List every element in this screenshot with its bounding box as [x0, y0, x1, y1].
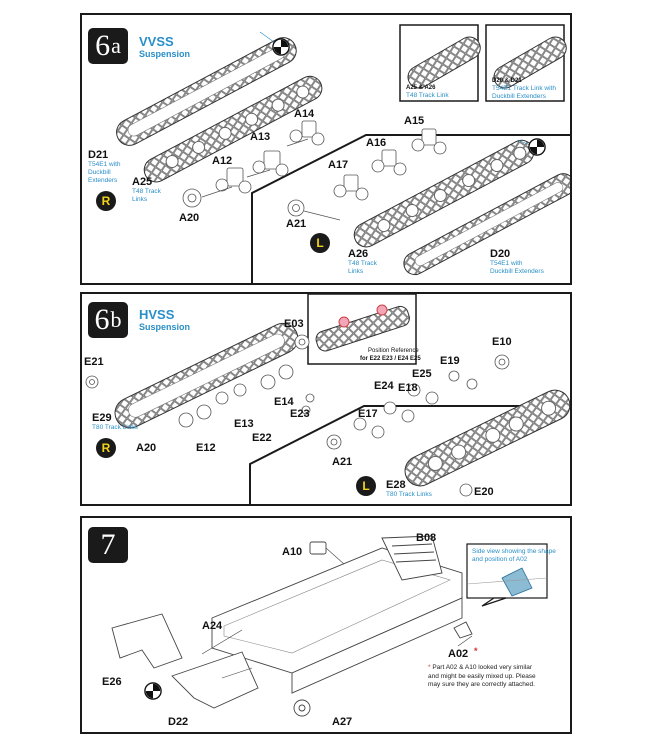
part-e28-desc: T80 Track Links	[386, 491, 432, 498]
part-a12: A12	[212, 155, 233, 167]
part-e23: E23	[290, 408, 310, 420]
step-number: 7	[100, 528, 116, 561]
part-e29: E29	[92, 412, 112, 424]
step-6b-title: HVSS Suspension	[139, 308, 190, 333]
suspension-label: Suspension	[139, 322, 191, 332]
part-a10: A10	[282, 546, 303, 558]
position-reference-parts: for E22 E23 / E24 E25	[360, 356, 421, 362]
part-caution-note: * Part A02 & A10 looked very similar and…	[428, 664, 568, 690]
step-6b-drawing	[85, 294, 570, 504]
step-sub-letter: a	[111, 33, 121, 58]
part-e03: E03	[284, 318, 304, 330]
position-reference-title: Position Reference	[368, 348, 419, 354]
part-e26: E26	[102, 676, 122, 688]
suspension-type: HVSS	[139, 307, 175, 322]
suspension-label: Suspension	[139, 49, 191, 59]
part-a27: A27	[332, 716, 353, 728]
part-a24: A24	[202, 620, 223, 632]
part-a02-star: *	[474, 646, 478, 656]
step-number: 6	[94, 303, 110, 336]
part-e21: E21	[84, 356, 104, 368]
part-e10: E10	[492, 336, 512, 348]
part-a15: A15	[404, 115, 425, 127]
part-a25-desc: T48 Track Links	[132, 188, 161, 203]
step-7-badge: 7	[88, 527, 128, 563]
part-d21: D21	[88, 149, 109, 161]
part-e22: E22	[252, 432, 272, 444]
step-number: 6	[95, 29, 111, 62]
part-a20: A20	[136, 442, 157, 454]
part-a21: A21	[332, 456, 353, 468]
note-text: Part A02 & A10 looked very similar and m…	[428, 664, 536, 688]
inset-a25-a26-desc: T48 Track Link	[406, 92, 449, 99]
part-e29-desc: T80 Track Links	[92, 424, 138, 431]
part-a21: A21	[286, 218, 307, 230]
part-e20: E20	[474, 486, 494, 498]
inset-d20-d21-title: D20 & D21	[492, 78, 522, 84]
part-a26-desc: T48 Track Links	[348, 260, 377, 275]
step-6a-drawing	[116, 24, 570, 283]
step-7-drawing	[111, 535, 548, 717]
part-a02: A02	[448, 648, 469, 660]
note-star-icon: *	[428, 664, 433, 671]
part-e24: E24	[374, 380, 394, 392]
a02-side-view-desc: Side view showing the shape and position…	[472, 548, 556, 563]
part-e12: E12	[196, 442, 216, 454]
right-side-badge: R	[96, 438, 116, 458]
part-e25: E25	[412, 368, 432, 380]
inset-d20-d21-desc: T54E1 Track Link with Duckbill Extenders	[492, 85, 556, 100]
step-6a-title: VVSS Suspension	[139, 35, 190, 60]
part-a26: A26	[348, 248, 369, 260]
part-d22: D22	[168, 716, 189, 728]
part-e13: E13	[234, 418, 254, 430]
step-sub-letter: b	[110, 307, 122, 332]
part-a20: A20	[179, 212, 200, 224]
left-side-badge: L	[356, 476, 376, 496]
part-d20: D20	[490, 248, 511, 260]
part-a13: A13	[250, 131, 271, 143]
suspension-type: VVSS	[139, 34, 174, 49]
part-d20-desc: T54E1 with Duckbill Extenders	[490, 260, 544, 275]
do-not-glue-icon	[144, 682, 162, 700]
part-a16: A16	[366, 137, 387, 149]
part-e17: E17	[358, 408, 378, 420]
part-b08: B08	[416, 532, 437, 544]
part-e18: E18	[398, 382, 418, 394]
do-not-glue-icon	[528, 138, 546, 156]
part-a17: A17	[328, 159, 349, 171]
part-a14: A14	[294, 108, 315, 120]
left-side-badge: L	[310, 233, 330, 253]
part-e19: E19	[440, 355, 460, 367]
right-side-badge: R	[96, 191, 116, 211]
do-not-glue-icon	[272, 38, 290, 56]
part-a25: A25	[132, 176, 153, 188]
inset-a25-a26-title: A25 & A26	[406, 85, 436, 91]
part-e28: E28	[386, 479, 406, 491]
step-7-panel: 7	[80, 516, 572, 734]
part-d21-desc: T54E1 with Duckbill Extenders	[88, 161, 121, 184]
part-e14: E14	[274, 396, 294, 408]
